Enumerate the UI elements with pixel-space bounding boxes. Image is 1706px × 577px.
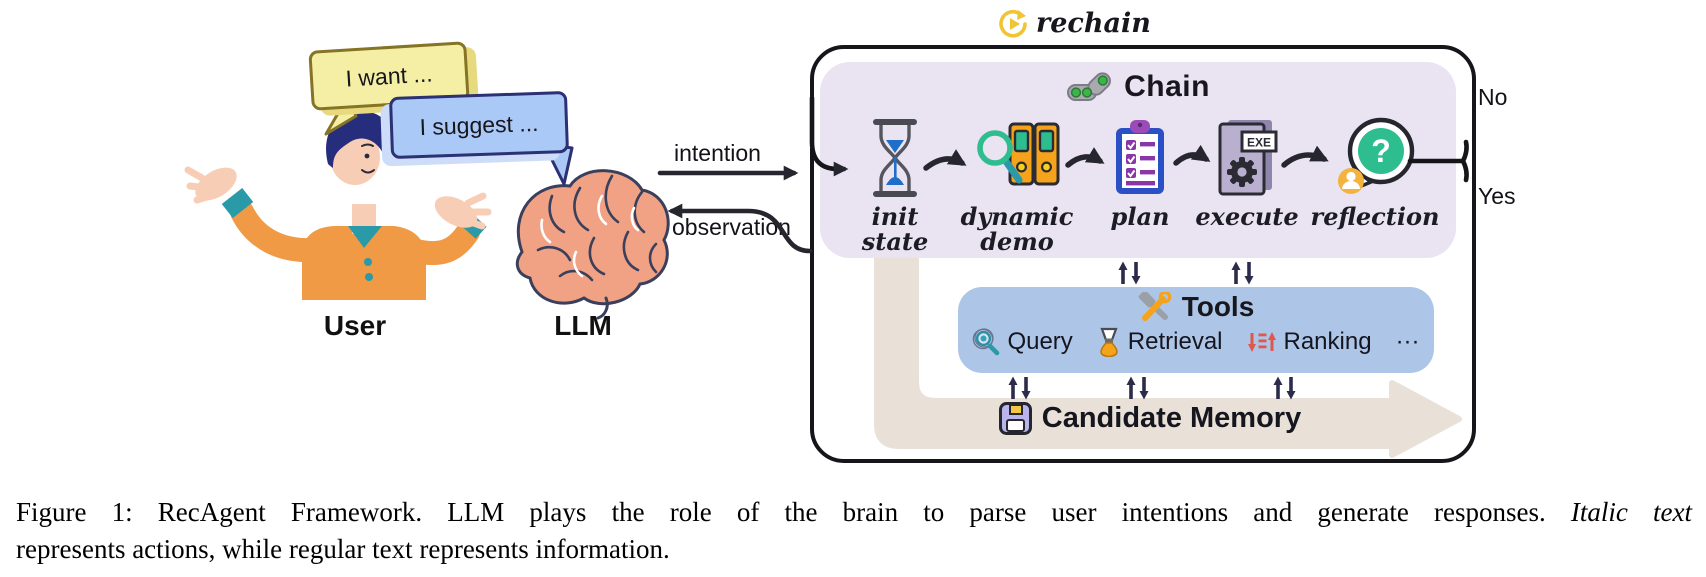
stage-plan: plan: [1088, 112, 1192, 229]
question-bubble-person-icon: ?: [1338, 117, 1415, 194]
tool-ranking: Ranking: [1247, 328, 1372, 356]
stage-execute-label: execute: [1195, 202, 1299, 231]
stage-init-state: init state: [836, 112, 954, 254]
checklist-clipboard-icon: [1116, 120, 1164, 194]
floppy-disk-icon: [998, 402, 1032, 435]
caption-line-2: represents actions, while regular text r…: [16, 534, 670, 564]
tools-items-row: Query Retrieval Ra: [960, 327, 1432, 357]
caption-line-1-italic: Italic text: [1570, 497, 1692, 527]
rechain-label: rechain: [1036, 8, 1151, 39]
tool-retrieval-label: Retrieval: [1127, 328, 1223, 355]
reflection-question-badge: ?: [1371, 133, 1391, 169]
tool-query: Query: [972, 328, 1073, 356]
tool-retrieval: Retrieval: [1097, 327, 1223, 357]
hourglass-icon: [873, 119, 917, 197]
intention-arrow-label: intention: [674, 140, 761, 166]
stage-plan-label: plan: [1110, 202, 1170, 231]
llm-speech-bubble: I suggest ...: [388, 90, 570, 160]
exe-file-gear-icon: EXE: [1218, 120, 1278, 196]
caption-line-1: Figure 1: RecAgent Framework. LLM plays …: [16, 494, 1692, 531]
user-speech-text: I want ...: [344, 59, 434, 92]
carafe-filter-icon: [1100, 327, 1118, 357]
candidate-memory-title: Candidate Memory: [1041, 402, 1302, 434]
stage-dynamic-demo: dynamic demo: [958, 112, 1076, 254]
observation-arrow-label: observation: [672, 214, 791, 240]
llm-label: LLM: [554, 310, 612, 341]
stage-dynamic-demo-label: dynamic demo: [960, 202, 1074, 256]
stage-reflection: ? reflection: [1311, 112, 1439, 229]
circular-replay-icon: [999, 9, 1027, 38]
chain-title: Chain: [1124, 70, 1210, 103]
tools-title: Tools: [1181, 291, 1255, 322]
stage-init-state-label: init state: [861, 202, 929, 256]
rechain-group: rechain: [998, 8, 1151, 39]
yes-branch-label: Yes: [1478, 183, 1516, 209]
tool-ellipsis-label: ···: [1395, 328, 1420, 355]
user-label: User: [323, 310, 387, 341]
tool-ellipsis: ···: [1396, 328, 1420, 356]
candidate-memory-row: Candidate Memory: [980, 402, 1320, 435]
sort-arrows-icon: [1247, 332, 1276, 352]
llm-speech-text: I suggest ...: [419, 109, 539, 140]
magnifier-binders-icon: [977, 122, 1060, 186]
brain-illustration: [515, 169, 670, 320]
tool-ranking-label: Ranking: [1283, 328, 1372, 355]
stage-execute: EXE execute: [1194, 112, 1300, 229]
hammer-wrench-icon: [1138, 292, 1172, 321]
figure-caption: Figure 1: RecAgent Framework. LLM plays …: [16, 494, 1692, 568]
chain-header: Chain: [820, 70, 1456, 104]
magnifier-icon: [973, 328, 1000, 356]
user-and-llm-illustration: [184, 110, 670, 320]
stage-reflection-label: reflection: [1310, 202, 1440, 231]
caption-line-1-regular: Figure 1: RecAgent Framework. LLM plays …: [16, 497, 1571, 527]
exe-badge: EXE: [1247, 136, 1271, 150]
no-branch-label: No: [1478, 84, 1508, 110]
chain-links-icon: [1067, 72, 1112, 101]
tool-query-label: Query: [1007, 328, 1073, 355]
tools-header: Tools: [958, 291, 1434, 323]
